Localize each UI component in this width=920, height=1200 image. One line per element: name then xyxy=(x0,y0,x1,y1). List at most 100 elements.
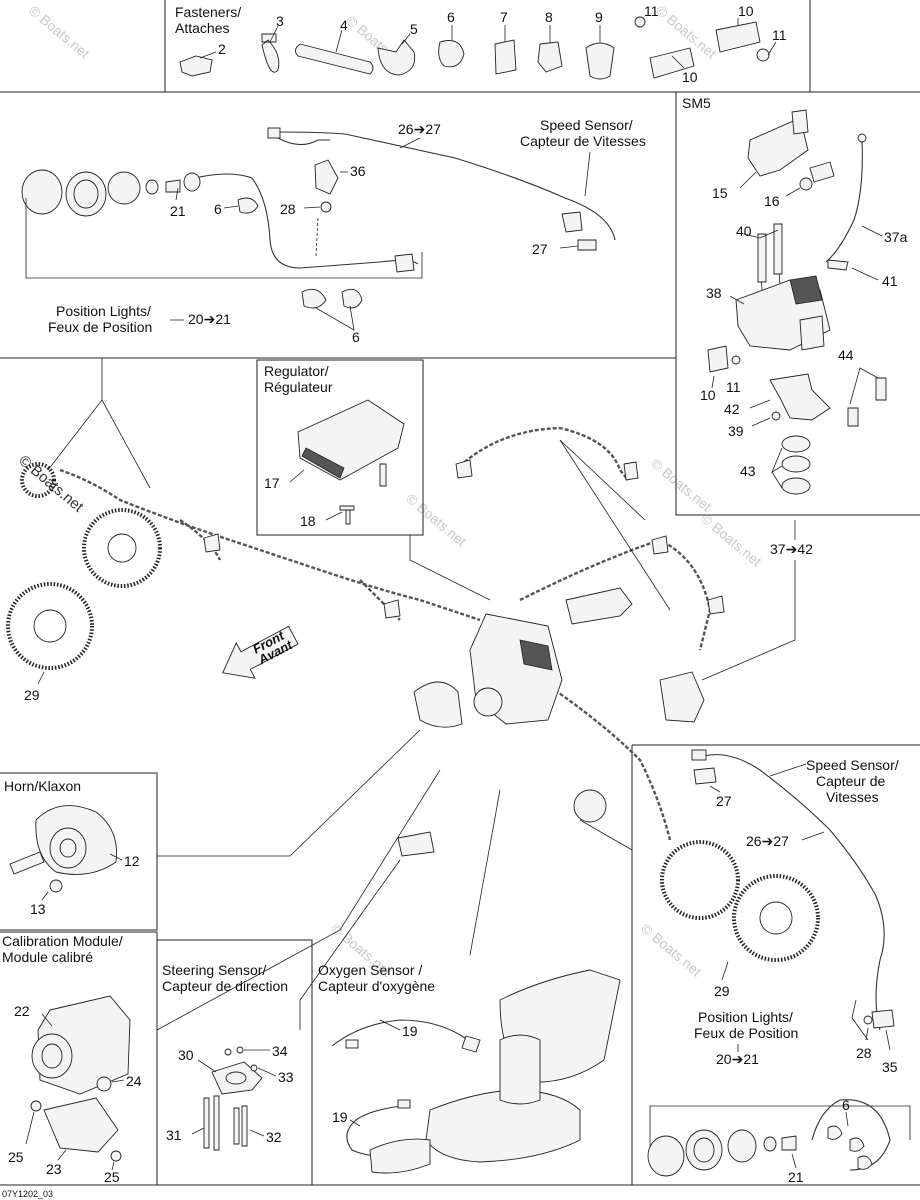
speed-sensor-bottom-section: Speed Sensor/ Capteur de Vitesses 27 26➔… xyxy=(647,749,911,1185)
speed-sensor-top-section: Speed Sensor/ Capteur de Vitesses 26➔27 … xyxy=(21,117,646,345)
position-lights-top-label-fr: Feux de Position xyxy=(48,319,152,335)
connector xyxy=(267,127,281,139)
callout: 16 xyxy=(764,193,780,209)
plate-10 xyxy=(707,345,729,373)
speed-sensor-bottom-range: 26➔27 xyxy=(746,833,789,849)
fastener-nut-11 xyxy=(634,16,646,28)
bracket-tab xyxy=(791,109,809,135)
callout: 23 xyxy=(46,1161,62,1177)
callout: 6 xyxy=(214,201,222,217)
gasket-inner xyxy=(73,179,99,209)
clip-6-bottom-b xyxy=(849,1137,865,1152)
callout: 24 xyxy=(126,1073,142,1089)
ring-bottom xyxy=(763,1136,777,1152)
fastener-plate-10b xyxy=(715,21,761,53)
horn-label: Horn/Klaxon xyxy=(4,778,81,794)
washer-33 xyxy=(250,1064,258,1072)
steering-sensor-main xyxy=(397,831,435,857)
bracket-36 xyxy=(314,159,339,195)
washer-43a xyxy=(781,435,811,453)
callout: 9 xyxy=(595,9,603,25)
position-light-harness-bottom xyxy=(811,1099,891,1171)
lens-bottom xyxy=(647,1135,685,1177)
horn-section: Horn/Klaxon 12 13 xyxy=(4,778,140,917)
calibration-label-fr: Module calibré xyxy=(2,949,93,965)
callout: 11 xyxy=(772,27,787,43)
ecm-connector xyxy=(519,639,553,671)
callout: 41 xyxy=(882,273,898,289)
pickup-gear xyxy=(20,462,56,498)
nut-39 xyxy=(771,411,781,421)
connector xyxy=(394,253,415,273)
callout: 25 xyxy=(8,1149,24,1165)
callout: 22 xyxy=(14,1003,30,1019)
oxygen-section: Oxygen Sensor / Capteur d'oxygène 19 19 xyxy=(318,962,621,1174)
fastener-clip-7 xyxy=(494,39,517,75)
bolt-28 xyxy=(863,1015,873,1025)
connector-27 xyxy=(577,239,597,251)
lens xyxy=(21,169,63,215)
fuse-cap xyxy=(473,687,503,717)
housing-bottom xyxy=(727,1129,757,1163)
callout: 35 xyxy=(882,1059,898,1075)
callout: 38 xyxy=(706,285,722,301)
bolt-31a xyxy=(203,1097,210,1149)
fastener-sleeve-4 xyxy=(295,43,374,75)
connector xyxy=(691,749,707,761)
fastener-clip-6 xyxy=(438,40,465,68)
speed-sensor-cable-top xyxy=(274,131,616,241)
regulator-label-fr: Régulateur xyxy=(264,379,333,395)
nut-16 xyxy=(799,177,813,191)
sensor-bracket xyxy=(871,1009,895,1029)
pin-40b xyxy=(773,223,783,275)
speed-sensor-cable-bottom xyxy=(703,754,885,1031)
callout: 13 xyxy=(30,901,46,917)
oxygen-sensor-cable-1 xyxy=(331,1019,469,1047)
speed-sensor-bottom-label-fr: Capteur de xyxy=(816,773,885,789)
exhaust-flex xyxy=(499,1034,541,1105)
connector xyxy=(707,595,725,615)
callout: 6 xyxy=(842,1097,850,1113)
callout: 18 xyxy=(300,513,316,529)
pin-41 xyxy=(827,259,849,271)
bracket-42 xyxy=(769,373,831,421)
callout: 10 xyxy=(700,387,716,403)
callout: 21 xyxy=(170,203,186,219)
connector xyxy=(345,1039,359,1049)
bolt-32a xyxy=(233,1107,240,1145)
clip-6-bottom-c xyxy=(857,1155,873,1170)
bulb-21-bottom xyxy=(781,1135,797,1151)
watermark: © Boats.net xyxy=(403,490,470,549)
callout: 39 xyxy=(728,423,744,439)
callout: 6 xyxy=(447,9,455,25)
callout: 32 xyxy=(266,1129,282,1145)
screw-17 xyxy=(379,463,387,487)
watermark: © Boats.net xyxy=(638,920,705,979)
oxygen-label-fr: Capteur d'oxygène xyxy=(318,978,435,994)
oxygen-label-en: Oxygen Sensor / xyxy=(318,962,422,978)
callout: 3 xyxy=(276,13,284,29)
bulb-21 xyxy=(165,179,181,193)
callout: 17 xyxy=(264,475,280,491)
nut-34 xyxy=(224,1048,232,1056)
fastener-tie-3 xyxy=(261,33,280,73)
fasteners-label-en: Fasteners/ xyxy=(175,4,241,20)
callout: 5 xyxy=(410,21,418,37)
sm5-main xyxy=(659,671,705,723)
callout: 10 xyxy=(682,69,698,85)
position-lights-top-label-en: Position Lights/ xyxy=(56,303,151,319)
callout: 4 xyxy=(340,17,348,33)
connector xyxy=(203,533,221,553)
calibration-section: Calibration Module/ Module calibré 22 24… xyxy=(2,933,142,1185)
reluctor-wheel-29-bottom xyxy=(732,874,820,962)
position-lights-bottom-label-fr: Feux de Position xyxy=(694,1025,798,1041)
bracket-23 xyxy=(43,1097,119,1153)
pin-40a xyxy=(757,233,767,283)
figure-code: 07Y1202_03 xyxy=(2,1189,53,1199)
callout: 25 xyxy=(104,1169,120,1185)
nut-13 xyxy=(49,879,63,893)
regulator-section: Regulator/ Régulateur 17 18 xyxy=(264,363,491,601)
exhaust-pipe xyxy=(425,1089,581,1163)
